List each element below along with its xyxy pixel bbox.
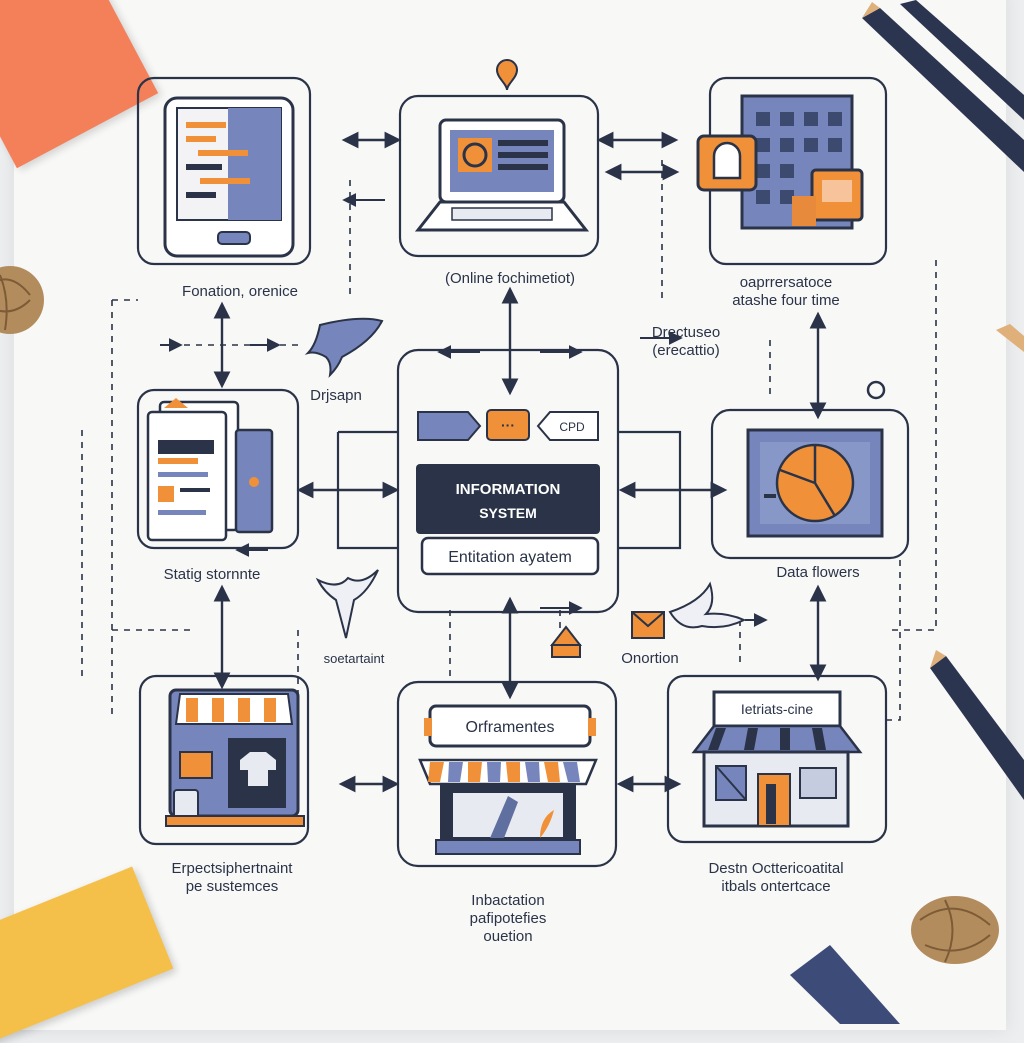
rocket-icon: [304, 317, 384, 378]
storefront-icon: [165, 688, 305, 827]
node-frame-bottom-right: [666, 674, 888, 844]
node-frame-top-center: [398, 94, 600, 258]
label-bottom-center-line1: Inbactation: [471, 892, 545, 909]
label-top-right-line2: atashe four time: [732, 292, 840, 309]
node-frame-top-left: [136, 76, 312, 266]
building-icon: [696, 94, 864, 230]
label-top-left: Fonation, orenice: [182, 283, 298, 300]
envelope-icon: [549, 380, 886, 658]
bird-icon: [315, 569, 747, 639]
hub-title-box: [416, 464, 600, 534]
label-lower-left: soetartaint: [323, 651, 385, 666]
document-stack-icon: [146, 398, 274, 542]
house-shop-icon: [691, 690, 863, 828]
label-mid-right: Drectuseo (erecattio): [652, 324, 720, 360]
label-bottom-center-line2: pafipotefies: [469, 910, 547, 927]
label-mid-right-line1: Drectuseo: [651, 324, 721, 341]
hub-chip-row: ··· CPD: [417, 409, 599, 441]
pencil-icon: [862, 0, 1024, 800]
hub-subtitle: Entitation ayatem: [448, 549, 572, 566]
hub-chip-label: CPD: [559, 420, 585, 434]
marker-icon: [790, 945, 900, 1024]
laptop-icon: [414, 59, 590, 232]
label-mid-left: Drjsapn: [310, 387, 362, 404]
label-right: Data flowers: [776, 564, 860, 581]
label-bottom-left-line2: pe sustemces: [185, 878, 279, 895]
label-top-right: oaprrersatoce atashe four time: [732, 274, 840, 310]
shop-icon: [418, 704, 598, 855]
tablet-icon: [163, 96, 295, 258]
label-left: Statig stornnte: [163, 566, 261, 583]
label-bottom-left-line1: Erpectsiphertnaint: [171, 860, 293, 877]
label-top-right-line1: oaprrersatoce: [739, 274, 833, 291]
sign-bottom-center: Orframentes: [466, 719, 555, 736]
label-bottom-right-line1: Destn Octtericoatital: [708, 860, 844, 877]
sign-bottom-right: Ietriats-cine: [741, 701, 814, 717]
label-bottom-right: Destn Octtericoatital itbals ontertcace: [708, 860, 843, 896]
label-bottom-center: Inbactation pafipotefies ouetion: [470, 892, 547, 946]
twine-ball-icon: [0, 266, 999, 964]
hub-title-line1: INFORMATION: [456, 481, 561, 498]
pie-chart-icon: [746, 428, 884, 538]
label-bottom-center-line3: ouetion: [483, 928, 533, 945]
hub-title-line2: SYSTEM: [479, 505, 537, 521]
node-frame-left: [136, 388, 300, 550]
label-lower-right: Onortion: [621, 650, 679, 667]
location-pin-icon: [495, 59, 519, 91]
label-bottom-left: Erpectsiphertnaint pe sustemces: [172, 860, 293, 896]
hub-subtitle-box: [420, 536, 600, 576]
label-top-center: (Online fochimetiot): [444, 270, 576, 287]
label-mid-right-line2: (erecattio): [652, 342, 720, 359]
svg-text:···: ···: [501, 417, 515, 433]
label-bottom-right-line2: itbals ontertcace: [721, 878, 831, 895]
